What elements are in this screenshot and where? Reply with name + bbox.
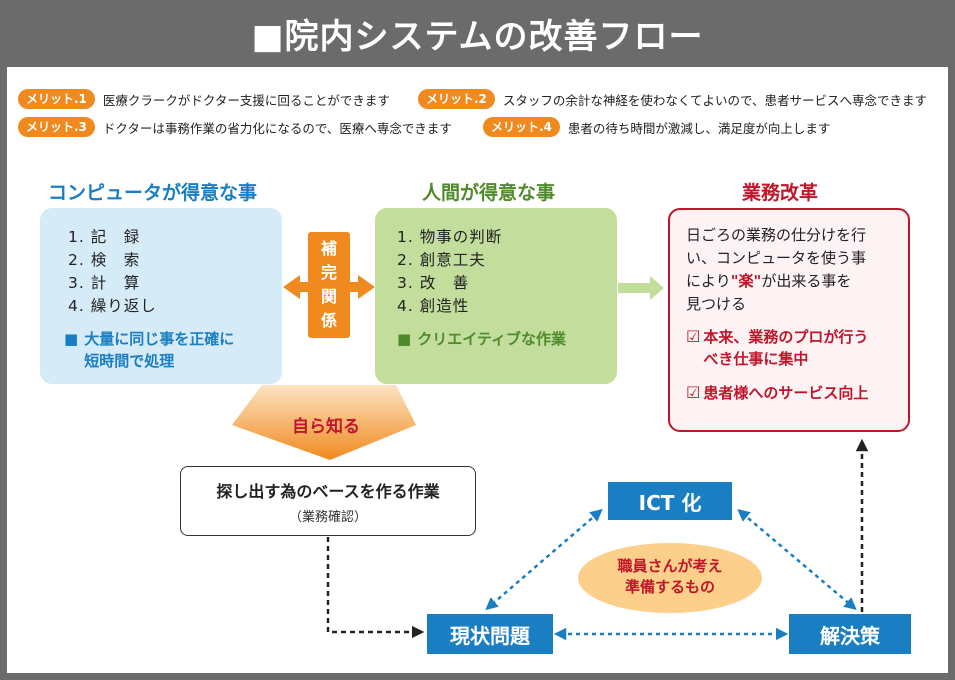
base-box: 探し出す為のベースを作る作業 （業務確認） — [180, 466, 476, 536]
page-title: ■院内システムの改善フロー — [251, 17, 704, 57]
to-reform-arrow — [618, 276, 664, 300]
complement-label: 補 完 関 係 — [308, 232, 350, 338]
reform-line: 見つける — [686, 295, 747, 313]
complement-char: 係 — [320, 311, 337, 330]
merit-3: メリット.3 ドクターは事務作業の省力化になるので、医療へ専念できます — [18, 116, 452, 138]
human-title: 人間が得意な事 — [422, 182, 556, 204]
complement-char: 完 — [320, 263, 337, 282]
reform-raku: "楽" — [730, 272, 762, 290]
complement-char: 関 — [320, 287, 337, 306]
self-know-label: 自ら知る — [292, 417, 360, 437]
merit-1: メリット.1 医療クラークがドクター支援に回ることができます — [18, 88, 390, 110]
reform-check-2: ☑ 患者様へのサービス向上 — [686, 382, 900, 404]
merit-badge: メリット.1 — [18, 89, 95, 109]
list-item: 4. 繰り返し — [68, 297, 157, 315]
reform-text: が出来る事を — [761, 272, 852, 290]
center-text: 職員さんが考え 準備するもの — [578, 556, 762, 598]
list-item: 2. 創意工夫 — [397, 251, 486, 269]
list-item: 4. 創造性 — [397, 297, 470, 315]
check-line: 本来、業務のプロが行う — [703, 328, 869, 346]
reform-box: 日ごろの業務の仕分けを行 い、コンピュータを使う事 により"楽"が出来る事を 見… — [668, 208, 910, 432]
base-to-current-arrow — [326, 537, 425, 639]
computer-note: ■ 大量に同じ事を正確に 短時間で処理 — [64, 328, 282, 372]
computer-title: コンピュータが得意な事 — [48, 182, 258, 204]
ict-node: ICT 化 — [608, 482, 732, 520]
center-ellipse — [578, 543, 762, 613]
reform-line: い、コンピュータを使う事 — [686, 249, 867, 267]
list-item: 2. 検 索 — [68, 251, 141, 269]
merit-badge: メリット.2 — [418, 89, 495, 109]
center-line: 職員さんが考え — [617, 557, 723, 575]
check-icon: ☑ — [686, 327, 701, 346]
complement-char: 補 — [320, 239, 337, 258]
title-bar: ■院内システムの改善フロー — [0, 0, 955, 67]
center-line: 準備するもの — [624, 578, 715, 596]
merit-text: 患者の待ち時間が激減し、満足度が向上します — [567, 120, 831, 136]
merit-2: メリット.2 スタッフの余計な神経を使わなくてよいので、患者サービスへ専念できま… — [418, 88, 927, 110]
list-item: 3. 計 算 — [68, 274, 141, 292]
list-item: 1. 記 録 — [68, 228, 141, 246]
solution-node: 解決策 — [789, 614, 911, 654]
human-box: 1. 物事の判断 2. 創意工夫 3. 改 善 4. 創造性 ■ クリエイティブ… — [375, 208, 617, 384]
merit-badge: メリット.3 — [18, 117, 95, 137]
check-icon: ☑ — [686, 383, 701, 402]
merit-text: 医療クラークがドクター支援に回ることができます — [102, 92, 390, 108]
reform-line: により"楽"が出来る事を — [686, 270, 900, 293]
note-marker: ■ — [397, 330, 412, 348]
note-marker: ■ — [64, 330, 79, 348]
list-item: 3. 改 善 — [397, 274, 470, 292]
human-note: ■ クリエイティブな作業 — [397, 328, 617, 350]
ict-solution-arrow — [737, 508, 857, 611]
merit-4: メリット.4 患者の待ち時間が激減し、満足度が向上します — [483, 116, 830, 138]
current-problem-node: 現状問題 — [427, 614, 553, 654]
check-line: べき仕事に集中 — [703, 350, 809, 368]
human-list: 1. 物事の判断 2. 創意工夫 3. 改 善 4. 創造性 — [397, 226, 617, 318]
check-line: 患者様へのサービス向上 — [703, 384, 869, 402]
note-line: 大量に同じ事を正確に — [84, 330, 235, 348]
self-know-funnel — [232, 385, 416, 460]
reform-title: 業務改革 — [742, 182, 819, 204]
merit-badge: メリット.4 — [483, 117, 560, 137]
reform-text: により — [686, 272, 731, 290]
computer-box: 1. 記 録 2. 検 索 3. 計 算 4. 繰り返し ■ 大量に同じ事を正確… — [40, 208, 282, 384]
reform-check-1: ☑ 本来、業務のプロが行う べき仕事に集中 — [686, 326, 900, 370]
reform-body: 日ごろの業務の仕分けを行 い、コンピュータを使う事 により"楽"が出来る事を 見… — [686, 224, 900, 316]
merit-text: ドクターは事務作業の省力化になるので、医療へ専念できます — [102, 120, 452, 136]
base-sub: （業務確認） — [288, 509, 367, 525]
merit-text: スタッフの余計な神経を使わなくてよいので、患者サービスへ専念できます — [502, 92, 928, 108]
note-line: 短時間で処理 — [84, 352, 175, 370]
list-item: 1. 物事の判断 — [397, 228, 503, 246]
reform-line: 日ごろの業務の仕分けを行 — [686, 226, 867, 244]
base-title: 探し出す為のベースを作る作業 — [216, 481, 440, 501]
computer-list: 1. 記 録 2. 検 索 3. 計 算 4. 繰り返し — [68, 226, 282, 318]
note-line: クリエイティブな作業 — [417, 330, 566, 348]
